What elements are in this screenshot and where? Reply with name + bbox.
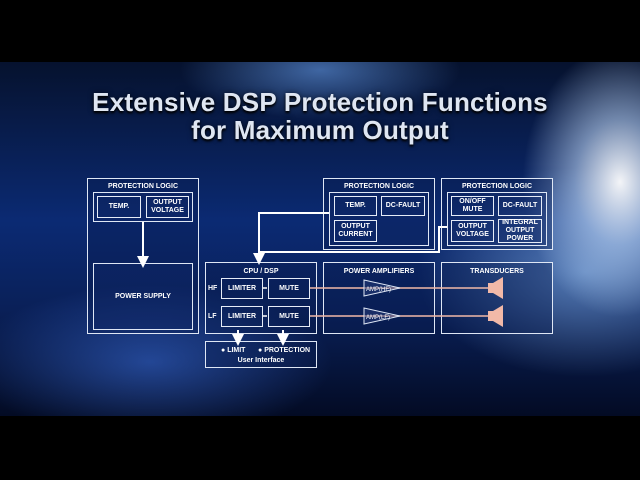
temp-cell-center: TEMP.	[334, 196, 377, 216]
output-voltage-cell-right: OUTPUT VOLTAGE	[451, 220, 494, 242]
right-panel-to-cpu-line	[260, 226, 447, 259]
dc-fault-cell-right: DC-FAULT	[498, 196, 542, 216]
output-current-cell: OUTPUT CURRENT	[334, 220, 377, 242]
center-panel-to-cpu-line	[253, 212, 329, 265]
amp-lf-label: AMP(LF)	[366, 315, 390, 321]
mute-lf-block: MUTE	[268, 306, 310, 327]
speaker-hf-icon	[488, 277, 503, 299]
cpu-dsp-header: CPU / DSP	[243, 268, 279, 275]
dc-fault-cell-center: DC-FAULT	[381, 196, 425, 216]
panel-center-inputs	[329, 192, 429, 246]
power-supply-label: POWER SUPPLY	[115, 293, 171, 300]
temp-cell-left: TEMP.	[97, 196, 141, 218]
mute-hf-block: MUTE	[268, 278, 310, 299]
protection-indicator-label: ● PROTECTION	[258, 347, 311, 354]
power-amplifiers-header: POWER AMPLIFIERS	[343, 268, 415, 275]
power-amplifiers-panel	[323, 262, 435, 334]
amp-lf-triangle	[363, 307, 401, 325]
limiter-hf-block: LIMITER	[221, 278, 263, 299]
hf-label: HF	[208, 285, 218, 292]
integral-output-power-cell: INTEGRAL OUTPUT POWER	[498, 219, 542, 243]
title-line-2: for Maximum Output	[191, 115, 449, 145]
lf-label: LF	[208, 313, 217, 320]
limit-text: LIMIT	[227, 347, 246, 354]
on-off-mute-cell: ON/OFF MUTE	[451, 196, 494, 216]
protection-logic-panel-right	[441, 178, 553, 250]
protection-text: PROTECTION	[264, 347, 311, 354]
user-interface-label: User Interface	[237, 357, 285, 364]
user-interface-panel	[205, 341, 317, 368]
background-stage	[0, 62, 640, 416]
title-line-1: Extensive DSP Protection Functions	[92, 87, 548, 117]
protection-logic-panel-left	[87, 178, 199, 334]
limiter-lf-block: LIMITER	[221, 306, 263, 327]
limit-indicator-label: ● LIMIT	[221, 347, 246, 354]
panel-right-header: PROTECTION LOGIC	[462, 183, 532, 190]
transducers-header: TRANSDUCERS	[470, 268, 524, 275]
amp-hf-label: AMP(HF)	[366, 287, 391, 293]
speaker-lf-icon	[488, 305, 503, 327]
output-voltage-cell-left: OUTPUT VOLTAGE	[146, 196, 189, 218]
panel-left-header: PROTECTION LOGIC	[108, 183, 178, 190]
amp-hf-triangle	[363, 279, 401, 297]
panel-center-header: PROTECTION LOGIC	[344, 183, 414, 190]
